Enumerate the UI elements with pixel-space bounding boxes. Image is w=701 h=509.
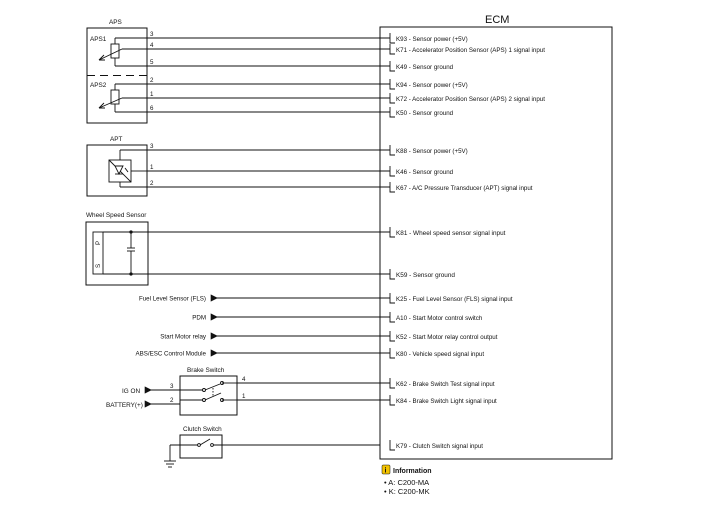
outputs-layer: Fuel Level Sensor (FLS) K25 - Fuel Level … [135,293,513,359]
brake-pin-out-2: 1 [242,393,246,400]
ground-icon [164,460,176,468]
apt-box [86,144,148,197]
aps1-label: APS1 [90,36,107,43]
output-circuit: Fuel Level Sensor (FLS) K25 - Fuel Level … [139,293,513,304]
ecm-pin-label: K93 - Sensor power (+5V) [396,36,468,43]
brake-out-1-label: K62 - Brake Switch Test signal input [396,381,495,388]
svg-text:i: i [385,468,387,475]
pin-number: 2 [150,77,154,84]
ecm-pin-label: K49 - Sensor ground [396,64,454,71]
ecm-terminal-tab [389,107,395,118]
ecm-pin-label: K94 - Sensor power (+5V) [396,82,468,89]
ecm-terminal-tab [389,61,395,72]
pin-number: 3 [150,31,154,38]
wss-sensor-symbol [92,230,148,276]
pin-number: 5 [150,59,154,66]
ecm-terminal-tab [389,182,395,193]
ecm-pin-label: A10 - Start Motor control switch [396,315,483,322]
ecm-pin-label: K71 - Accelerator Position Sensor (APS) … [396,47,545,54]
aps1-potentiometer-symbol [98,37,147,67]
ecm-pin-label: K46 - Sensor ground [396,169,454,176]
info-icon: i [381,464,391,475]
ecm-pin-label: K88 - Sensor power (+5V) [396,148,468,155]
pin-number: 6 [150,105,154,112]
clutch-switch-box [179,434,223,459]
ecm-box [379,26,613,460]
pin-number: 3 [150,143,154,150]
output-destination: Fuel Level Sensor (FLS) [139,296,206,303]
ecm-terminal-tab [389,227,395,238]
wss-box [85,221,149,286]
clutch-out-label: K79 - Clutch Switch signal input [396,443,483,450]
ecm-title: ECM [485,14,509,26]
ecm-terminal-tab [389,79,395,90]
ecm-terminal-tab [389,93,395,104]
output-circuit: Start Motor relay K52 - Start Motor relay… [160,331,498,342]
ecm-pin-label: K72 - Accelerator Position Sensor (APS) … [396,96,545,103]
ecm-pin-label: K50 - Sensor ground [396,110,454,117]
ecm-pin-label: K25 - Fuel Level Sensor (FLS) signal inp… [396,296,513,303]
pin-number: 4 [150,42,154,49]
output-circuit: PDM A10 - Start Motor control switch [192,312,483,323]
clutch-switch-symbol [169,438,380,461]
ecm-terminal-tab [389,331,395,342]
apt-title: APT [110,136,123,143]
pin-number: 1 [150,164,154,171]
output-destination: PDM [192,315,206,322]
ecm-pin-label: K81 - Wheel speed sensor signal input [396,230,506,237]
brake-pin-out-1: 4 [242,376,246,383]
aps2-potentiometer-symbol [98,83,147,113]
ecm-terminal-tab [389,33,395,44]
brake-switch-box [179,375,238,416]
ecm-terminal-tab [389,269,395,280]
output-circuit: ABS/ESC Control Module K80 - Vehicle spee… [135,348,484,359]
ecm-pin-label: K52 - Start Motor relay control output [396,334,498,341]
ecm-pin-label: K59 - Sensor ground [396,272,455,279]
pin-number: 1 [150,91,154,98]
brake-switch-symbol [180,381,237,402]
apt-transducer-symbol [108,149,147,188]
pin-number: 2 [150,180,154,187]
brake-switch-title: Brake Switch [187,367,225,374]
ecm-terminal-tab [389,166,395,177]
ecm-pin-label: K80 - Vehicle speed signal input [396,351,484,358]
wire-circuit: K59 - Sensor ground [148,269,455,280]
ig-on-label: IG ON [122,388,140,395]
aps2-label: APS2 [90,82,107,89]
info-item: • A: C200-MA [384,478,429,487]
info-title: Information [393,468,432,475]
ecm-terminal-tab [389,145,395,156]
brake-pin-in-1: 3 [170,383,174,390]
brake-pin-in-2: 2 [170,397,174,404]
wss-pin-s-label: S [95,264,102,268]
ecm-terminal-tab [389,44,395,55]
wss-pin-p-label: P [95,241,102,245]
ecm-pin-label: K67 - A/C Pressure Transducer (APT) sign… [396,185,533,192]
wss-title: Wheel Speed Sensor [86,212,147,219]
clutch-switch-title: Clutch Switch [183,426,222,433]
aps-title: APS [109,19,122,26]
ecm-terminal-tab [389,312,395,323]
battery-label: BATTERY(+) [106,402,143,409]
output-destination: ABS/ESC Control Module [135,351,206,358]
wire-circuit: K81 - Wheel speed sensor signal input [148,227,506,238]
ecm-terminal-tab [389,348,395,359]
info-item: • K: C200-MK [384,487,430,496]
output-destination: Start Motor relay [160,334,207,341]
ecm-terminal-tab [389,293,395,304]
brake-out-2-label: K84 - Brake Switch Light signal input [396,398,497,405]
